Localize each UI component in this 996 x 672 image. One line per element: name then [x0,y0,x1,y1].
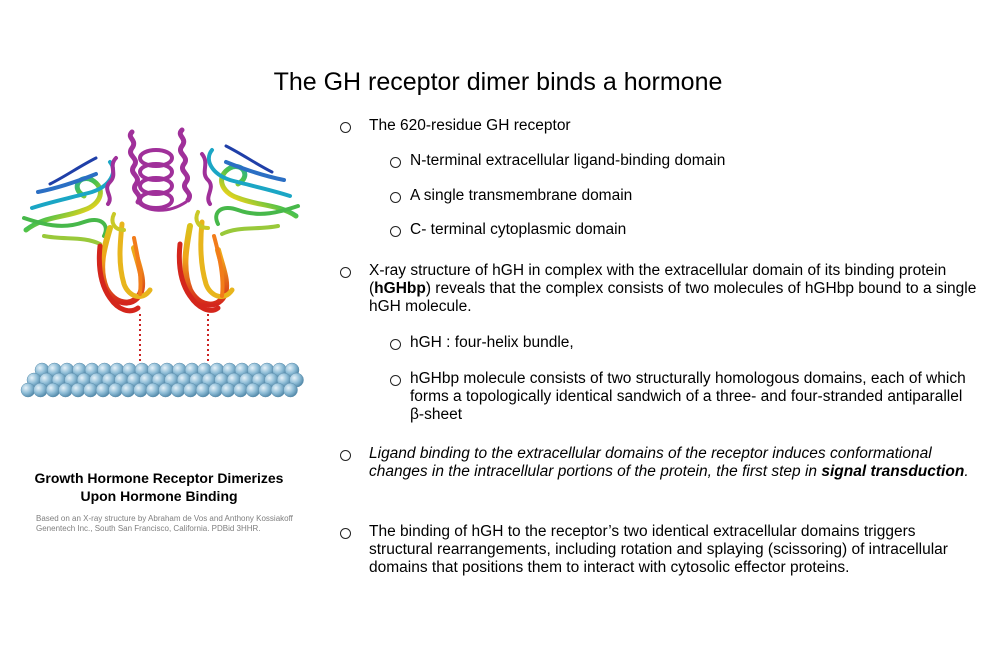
membrane-bead [183,382,198,398]
membrane-bead [133,382,148,398]
receptor-left-lower-domain [96,212,153,314]
figure-caption: Growth Hormone Receptor Dimerizes Upon H… [14,469,304,505]
protein-ribbon-illustration [20,127,304,398]
membrane-bead [283,382,298,398]
membrane-bead [170,382,186,398]
circle-bullet-icon [340,528,351,539]
figure-credit-line-1: Based on an X-ray structure by Abraham d… [36,514,293,523]
membrane-bead [58,382,73,398]
membrane-bead [120,382,136,398]
circle-bullet-icon [390,339,401,350]
circle-bullet-icon [340,122,351,133]
membrane-bead [83,382,98,398]
circle-bullet-icon [390,375,401,386]
hormone-helix-bundle [105,127,213,212]
membrane-bead [33,382,48,398]
receptor-right-upper-domain [206,144,300,236]
transmembrane-link-lines [139,314,209,362]
membrane-bead [95,382,111,398]
membrane-bead [258,382,273,398]
circle-bullet-icon [390,192,401,203]
membrane-bead [220,382,236,398]
membrane-bead [108,382,123,398]
receptor-right-lower-domain [176,210,235,313]
figure-caption-line-2: Upon Hormone Binding [80,488,238,504]
circle-bullet-icon [340,450,351,461]
circle-bullet-icon [340,267,351,278]
protein-structure-figure: Based on an X-ray structure by Abraham d… [14,118,304,533]
receptor-left-upper-domain [22,156,116,246]
membrane-bead [233,382,248,398]
membrane-bead [245,382,261,398]
membrane-bead [45,382,61,398]
membrane-bead [20,382,36,398]
signal-transduction-term: signal transduction [821,463,965,480]
membrane-bead [145,382,161,398]
circle-bullet-icon [390,226,401,237]
membrane-bead [208,382,223,398]
membrane-bead [195,382,211,398]
figure-credit: Based on an X-ray structure by Abraham d… [36,514,316,534]
figure-credit-line-2: Genentech Inc., South San Francisco, Cal… [36,524,261,533]
figure-caption-line-1: Growth Hormone Receptor Dimerizes [34,470,284,486]
hghbp-term: hGHbp [374,280,426,297]
membrane-bead [270,382,286,398]
membrane-bead [70,382,86,398]
membrane-bead-layer [20,362,304,398]
circle-bullet-icon [390,157,401,168]
membrane-bead [158,382,173,398]
slide-title: The GH receptor dimer binds a hormone [273,68,723,96]
